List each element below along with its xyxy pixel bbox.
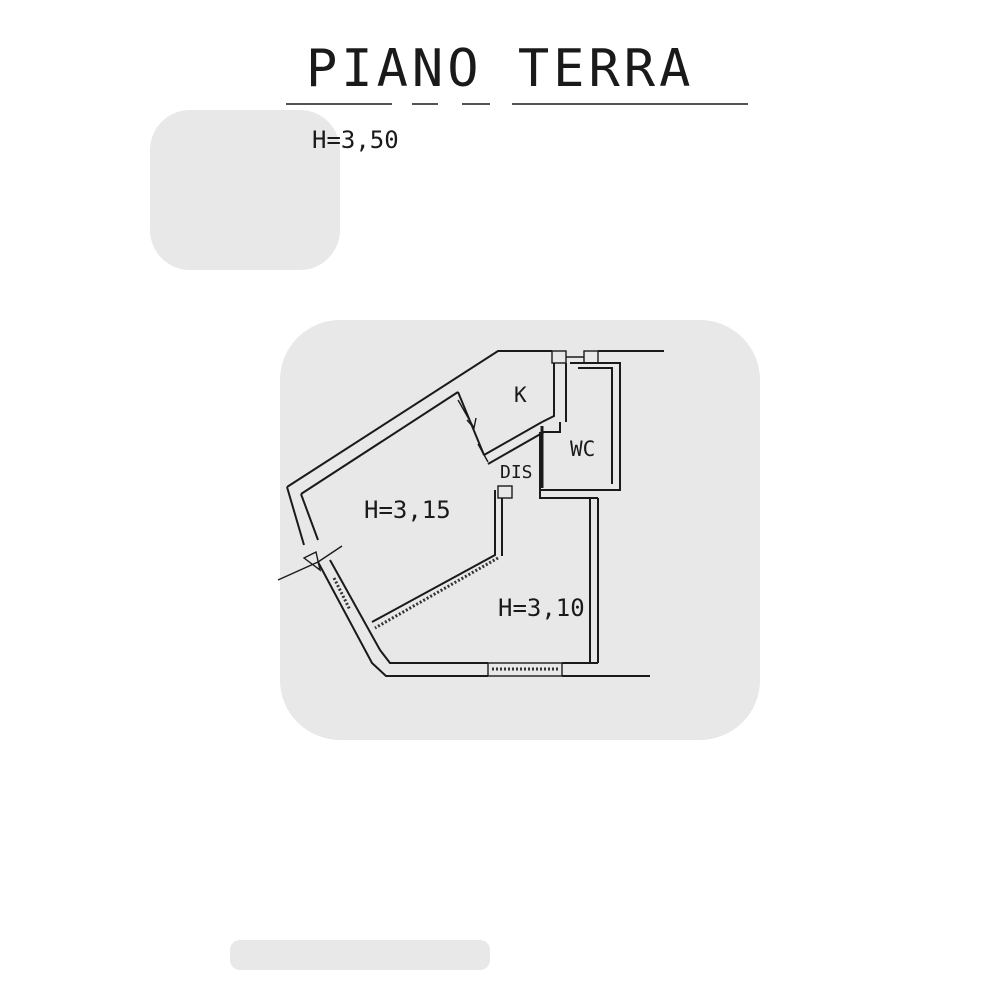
door-marks xyxy=(332,399,489,611)
room-label-kitchen: K xyxy=(514,383,527,407)
room-label-dis: DIS xyxy=(500,462,533,483)
interior-partitions xyxy=(371,485,599,663)
entry-arrow-icon xyxy=(277,545,343,581)
room-label-entry: H=3,10 xyxy=(498,594,585,622)
kitchen-walls xyxy=(457,363,567,465)
overall-height-label: H=3,50 xyxy=(312,126,399,154)
room-label-wc: WC xyxy=(570,437,595,461)
scan-grain xyxy=(150,110,760,970)
wc-walls xyxy=(539,362,621,499)
outer-walls xyxy=(286,350,664,677)
room-label-main: H=3,15 xyxy=(364,496,451,524)
plan-title: PIANO TERRA xyxy=(306,39,694,99)
